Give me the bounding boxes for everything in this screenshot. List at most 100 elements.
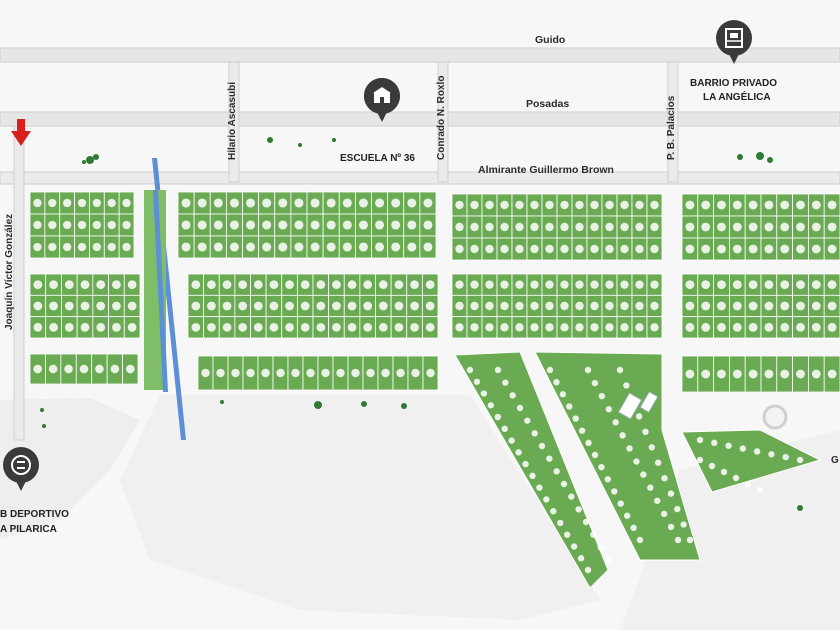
lot-marker (570, 543, 578, 550)
road-hilario (228, 61, 240, 183)
lot-marker (485, 323, 494, 332)
lot-marker (112, 280, 121, 290)
lot-marker (262, 242, 272, 252)
lot-marker (701, 301, 711, 311)
lot-marker (500, 280, 509, 289)
lot-marker (515, 323, 524, 332)
lot-marker (306, 368, 315, 378)
lot-marker (407, 220, 417, 230)
lot-marker (546, 455, 553, 462)
lot-marker (107, 242, 116, 252)
lot-marker (470, 301, 479, 311)
lot-marker (238, 322, 248, 332)
lot-marker (269, 301, 279, 311)
lot-marker (753, 448, 761, 455)
lot-marker (685, 369, 695, 379)
lot-marker (796, 301, 805, 311)
lot-marker (696, 456, 704, 464)
poi-label-school: ESCUELA Nº 36 (340, 153, 415, 164)
lot-marker (485, 280, 494, 289)
lot-marker (347, 322, 357, 332)
lot-marker (316, 301, 326, 311)
lot-marker (529, 472, 536, 480)
lot-marker (711, 439, 718, 447)
lot-marker (545, 222, 554, 232)
lot-marker (568, 493, 575, 500)
lot-marker (557, 519, 564, 527)
lot-marker (201, 368, 210, 378)
lot-marker (748, 280, 758, 290)
lot-marker (530, 222, 539, 232)
lot-marker (332, 322, 341, 332)
lot-marker (515, 280, 524, 289)
lot-marker (667, 523, 675, 531)
lot-marker (725, 442, 732, 449)
lot-marker (560, 323, 569, 332)
lot-marker (597, 544, 604, 551)
building (617, 392, 643, 420)
lot-marker (358, 242, 368, 252)
lot-marker (347, 280, 357, 290)
lot-marker (127, 301, 137, 311)
lot-marker (620, 200, 629, 210)
lot-marker (796, 369, 805, 379)
entrance-arrow-icon (11, 119, 31, 146)
lot-marker (560, 280, 569, 289)
lot-marker (685, 280, 695, 290)
lot-marker (423, 220, 433, 230)
lot-marker (62, 220, 72, 230)
lot-marker (294, 198, 304, 208)
lot-marker (575, 200, 584, 210)
lot-marker (701, 244, 711, 254)
lot-marker (650, 301, 659, 311)
lot-marker (650, 244, 659, 254)
lot-marker (508, 437, 515, 444)
lot-marker (559, 391, 567, 398)
lot-marker (500, 222, 509, 232)
lot-marker (563, 531, 571, 538)
lot-marker (768, 451, 775, 458)
lot-marker (216, 368, 225, 378)
lot-marker (358, 220, 368, 230)
lot-marker (616, 366, 624, 374)
lot-marker (660, 510, 668, 518)
lot-marker (473, 378, 481, 385)
lot-marker (827, 222, 837, 232)
lot-marker (485, 200, 494, 210)
lot-marker (246, 220, 256, 230)
lot-marker (577, 555, 585, 562)
lot-marker (811, 244, 821, 254)
lot-marker (79, 364, 89, 374)
lot-marker (197, 242, 207, 252)
lot-marker (342, 220, 352, 230)
lot-marker (300, 301, 310, 311)
lot-marker (407, 198, 417, 208)
lot-marker (780, 369, 790, 379)
lot-marker (110, 364, 120, 374)
lot-marker (623, 512, 631, 519)
lot-marker (572, 415, 579, 422)
lot-marker (626, 445, 633, 452)
lot-marker (620, 244, 629, 254)
lot-marker (411, 368, 420, 378)
lot-marker (310, 242, 320, 252)
lot-marker (500, 323, 509, 332)
road-brown (0, 171, 840, 185)
block (681, 429, 822, 493)
lot-marker (732, 474, 740, 482)
lot-marker (291, 368, 300, 378)
lot-marker (253, 301, 263, 311)
lot-marker (545, 280, 554, 289)
lot-marker (276, 368, 285, 378)
lot-marker (363, 301, 373, 311)
lot-marker (531, 430, 538, 437)
lot-marker (49, 322, 58, 332)
lot-marker (509, 392, 516, 399)
lot-marker (181, 220, 191, 230)
lot-marker (701, 322, 711, 332)
lot-marker (612, 419, 619, 426)
lot-marker (62, 242, 72, 252)
lot-marker (181, 198, 191, 208)
lot-marker (717, 244, 726, 254)
